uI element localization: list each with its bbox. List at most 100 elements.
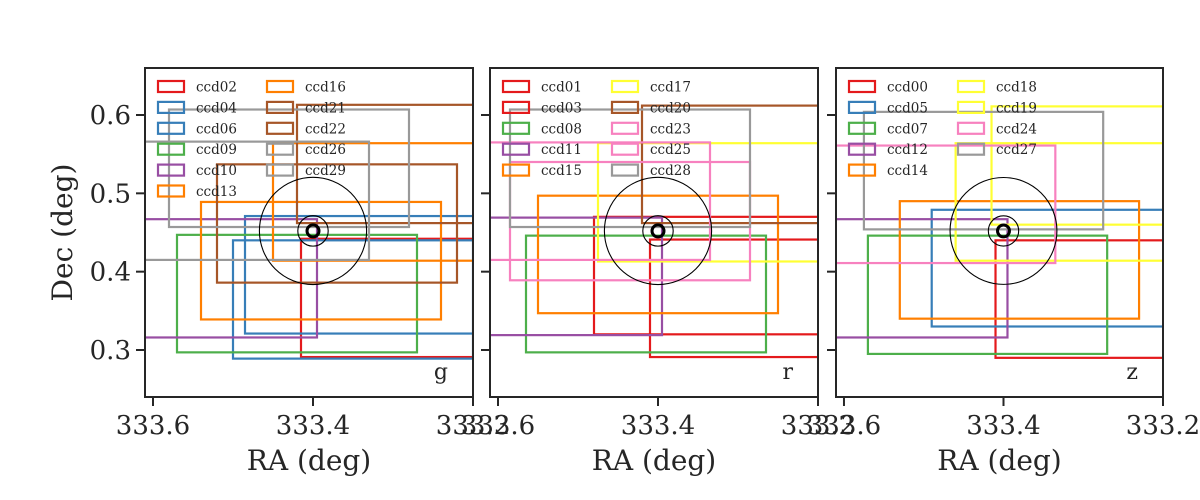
ccd-rect-ccd18 [954, 142, 1163, 262]
legend-item-ccd19: ccd19 [956, 100, 1037, 116]
y-axis-label: Dec (deg) [46, 164, 79, 302]
target-circle-3 [305, 223, 321, 239]
legend-label: ccd07 [887, 121, 928, 137]
legend-label: ccd20 [650, 100, 691, 116]
legend-label: ccd06 [196, 121, 237, 137]
ccd-rect-ccd19 [990, 105, 1163, 226]
legend-label: ccd17 [650, 80, 691, 96]
legend-swatch [610, 163, 640, 177]
legend-label: ccd27 [996, 142, 1037, 158]
legend-label: ccd19 [996, 100, 1037, 116]
y-tick-label: 0.5 [90, 179, 131, 209]
legend-swatch [847, 79, 877, 94]
band-label: r [782, 360, 793, 385]
target-circle-1 [258, 176, 368, 286]
legend-g: ccd02ccd04ccd06ccd09ccd10ccd13ccd16ccd21… [156, 80, 346, 200]
legend-swatch [501, 100, 531, 115]
legend-item-ccd15: ccd15 [501, 163, 582, 179]
ccd-rect-ccd24 [836, 144, 1057, 265]
legend-label: ccd29 [305, 163, 346, 179]
axes-frame-g [144, 67, 474, 398]
ccd-rect-ccd20 [640, 104, 818, 225]
legend-label: ccd16 [305, 80, 346, 96]
ccd-rect-ccd02 [299, 237, 473, 359]
legend-swatch [847, 142, 877, 156]
target-circle-1 [603, 176, 713, 286]
y-tick-label: 0.6 [90, 101, 131, 131]
legend-item-ccd26: ccd26 [265, 142, 346, 158]
legend-label: ccd11 [541, 142, 582, 158]
legend-label: ccd22 [305, 121, 346, 137]
target-circle-3 [996, 223, 1011, 239]
x-tick-label: 333.4 [621, 411, 695, 441]
legend-swatch [956, 100, 986, 115]
ccd-rect-ccd08 [524, 234, 768, 354]
legend-item-ccd01: ccd01 [501, 80, 582, 96]
legend-swatch [156, 100, 186, 115]
legend-swatch [156, 184, 186, 198]
legend-item-ccd09: ccd09 [156, 142, 237, 158]
legend-label: ccd14 [887, 163, 928, 179]
legend-label: ccd18 [996, 80, 1037, 96]
legend-label: ccd05 [887, 100, 928, 116]
ccd-rect-ccd06 [243, 214, 473, 335]
legend-label: ccd15 [541, 163, 582, 179]
legend-swatch [610, 142, 640, 156]
ccd-rect-ccd25 [490, 141, 712, 262]
ccd-rect-ccd26 [167, 108, 411, 229]
legend-item-ccd29: ccd29 [265, 163, 346, 179]
axes-frame-z [835, 67, 1164, 398]
legend-swatch [847, 100, 877, 115]
target-circle-2 [297, 215, 329, 247]
legend-item-ccd25: ccd25 [610, 142, 691, 158]
x-axis-label: RA (deg) [592, 444, 716, 477]
plot-area-r [490, 104, 818, 359]
ccd-rect-ccd05 [930, 208, 1163, 328]
legend-swatch [847, 121, 877, 135]
x-tick-label: 333.2 [1126, 411, 1200, 441]
legend-item-ccd18: ccd18 [956, 80, 1037, 96]
ccd-rect-ccd10 [145, 218, 319, 339]
legend-swatch [501, 163, 531, 177]
band-label: z [1126, 360, 1138, 385]
legend-item-ccd12: ccd12 [847, 142, 928, 158]
x-tick-label: 333.6 [116, 411, 190, 441]
legend-swatch [156, 121, 186, 135]
legend-swatch [156, 142, 186, 156]
legend-item-ccd16: ccd16 [265, 80, 346, 96]
target-circle-1 [949, 176, 1058, 285]
x-tick-label: 333.6 [461, 411, 535, 441]
legend-item-ccd08: ccd08 [501, 121, 582, 137]
legend-label: ccd02 [196, 80, 237, 96]
y-tick-label: 0.3 [90, 336, 131, 366]
legend-item-ccd10: ccd10 [156, 163, 237, 179]
ccd-rect-ccd22 [215, 163, 459, 284]
legend-item-ccd24: ccd24 [956, 121, 1037, 137]
legend-label: ccd28 [650, 163, 691, 179]
x-tick-label: 333.6 [807, 411, 881, 441]
legend-label: ccd23 [650, 121, 691, 137]
legend-item-ccd27: ccd27 [956, 142, 1037, 158]
legend-label: ccd09 [196, 142, 237, 158]
legend-z: ccd00ccd05ccd07ccd12ccd14ccd18ccd19ccd24… [847, 79, 1037, 179]
ccd-rect-ccd11 [490, 216, 664, 337]
legend-item-ccd11: ccd11 [501, 142, 582, 158]
x-tick-label: 333.4 [966, 411, 1040, 441]
legend-item-ccd14: ccd14 [847, 163, 928, 179]
legend-item-ccd07: ccd07 [847, 121, 928, 137]
ccd-rect-ccd28 [508, 108, 752, 229]
ccd-rect-ccd03 [592, 215, 818, 336]
legend-swatch [956, 121, 986, 135]
legend-item-ccd13: ccd13 [156, 184, 237, 200]
legend-swatch [265, 121, 295, 135]
legend-label: ccd04 [196, 100, 237, 116]
plot-area-g [145, 103, 473, 360]
legend-item-ccd17: ccd17 [610, 80, 691, 96]
legend-item-ccd28: ccd28 [610, 163, 691, 179]
legend-swatch [265, 100, 295, 115]
legend-label: ccd03 [541, 100, 582, 116]
legend-item-ccd06: ccd06 [156, 121, 237, 137]
legend-label: ccd24 [996, 121, 1037, 137]
legend-label: ccd08 [541, 121, 582, 137]
